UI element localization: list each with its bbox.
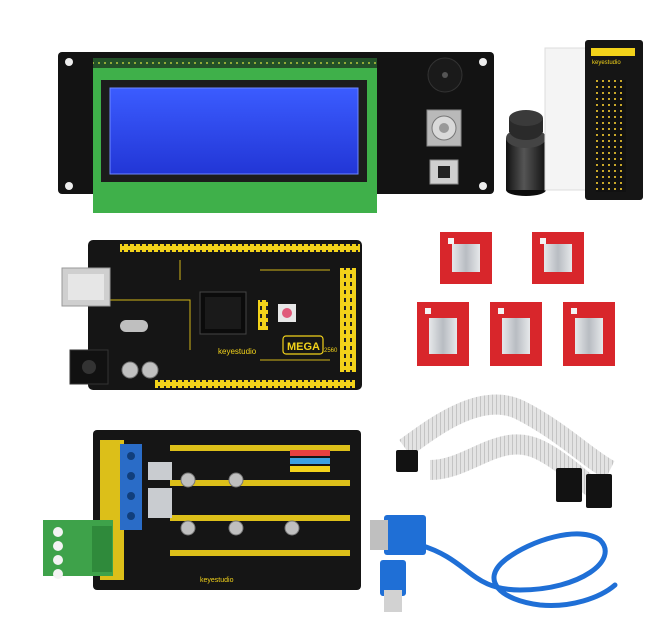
adapter-brand-label: keyestudio <box>592 60 621 66</box>
stepper-driver-module <box>563 302 615 366</box>
ramps-brand-label: keyestudio <box>200 577 234 584</box>
mega-2560-board: MEGA 2560 keyestudio <box>61 240 362 390</box>
stepper-driver-module <box>490 302 542 366</box>
lcd-adapter-board: keyestudio <box>544 40 643 200</box>
stepper-driver-module <box>417 302 469 366</box>
mega-model-label: 2560 <box>324 348 338 354</box>
ribbon-cable <box>396 394 615 508</box>
mega-logo-label: MEGA <box>287 341 320 353</box>
mega-brand-label: keyestudio <box>218 347 257 356</box>
stepper-drivers <box>417 232 615 366</box>
stepper-driver-module <box>440 232 492 284</box>
stepper-driver-module <box>532 232 584 284</box>
ramps-shield: keyestudio <box>43 430 361 590</box>
rotary-knob <box>506 110 546 196</box>
lcd-display-module <box>58 52 494 213</box>
usb-cable <box>370 515 618 612</box>
